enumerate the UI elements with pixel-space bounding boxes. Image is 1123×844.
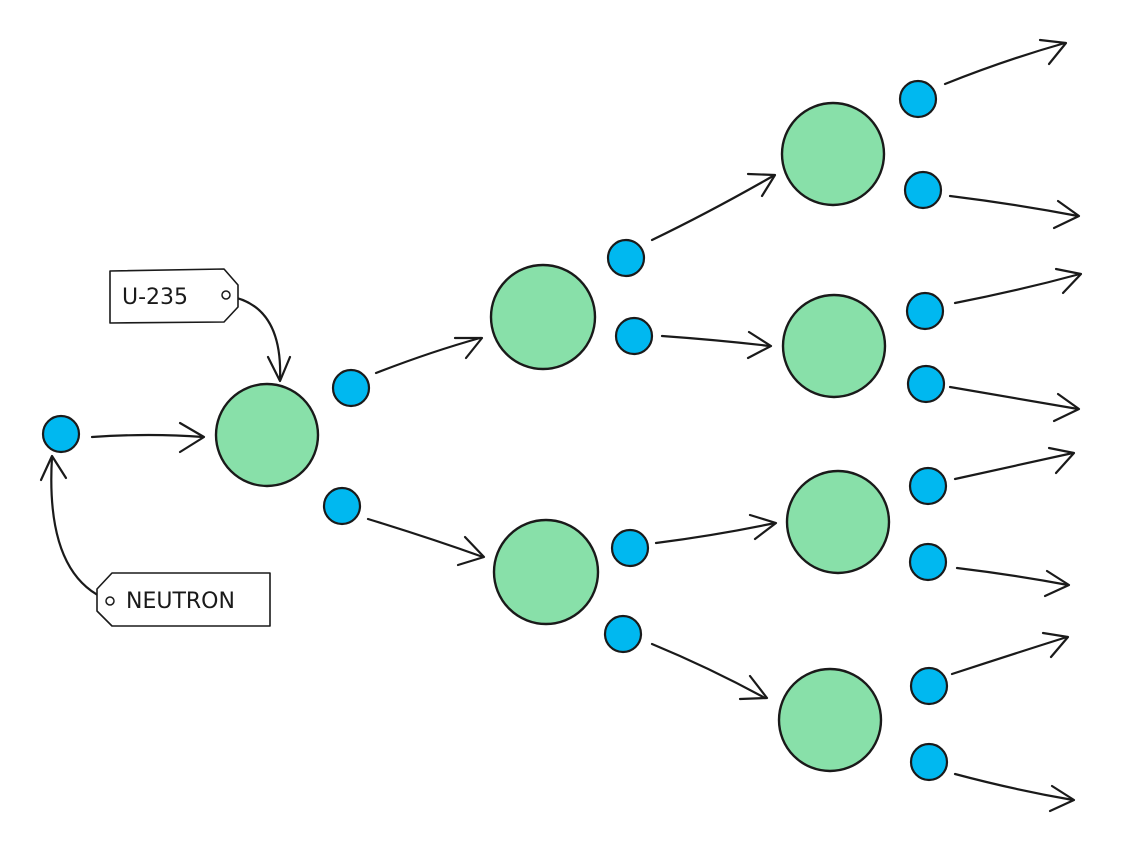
arrow-gen2-b	[660, 334, 772, 348]
arrow-gen2-d	[650, 642, 767, 700]
arrowhead-out-8	[1048, 784, 1076, 813]
arrowhead-gen1-upper	[453, 336, 484, 360]
neutron-gen3-5	[908, 466, 948, 506]
arrowhead-out-7	[1041, 631, 1070, 659]
neutron-label: NEUTRON	[126, 589, 235, 614]
arrowhead-gen2-c	[748, 513, 778, 541]
reaction-arrows	[39, 38, 1083, 813]
nuclei-group	[214, 101, 891, 773]
u235-connector	[226, 294, 282, 382]
neutron-gen3-4	[906, 364, 946, 404]
neutron-gen3-8	[909, 742, 949, 782]
arrowhead-gen2-a	[746, 172, 777, 198]
neutrons-group	[41, 79, 949, 782]
neutron-gen3-6	[908, 542, 948, 582]
neutron-gen3-3	[905, 291, 945, 331]
nucleus-gen2-lower	[492, 518, 600, 626]
u235-connector-head	[266, 355, 292, 383]
arrowhead-out-2	[1052, 199, 1081, 230]
arrowhead-out-3	[1054, 267, 1083, 295]
neutron-tag-hole	[105, 596, 115, 606]
neutron-gen3-1	[898, 79, 938, 119]
u235-tag-hole	[221, 290, 231, 300]
nucleus-gen1	[214, 382, 320, 488]
arrowhead-out-4	[1052, 392, 1081, 423]
arrow-incoming-neutron	[90, 433, 205, 439]
neutron-gen2-c	[610, 528, 650, 568]
arrowhead-out-1	[1038, 38, 1068, 66]
arrow-gen2-c	[654, 521, 777, 545]
neutron-connector	[50, 455, 110, 602]
nucleus-gen2-upper	[489, 263, 597, 371]
neutron-gen3-2	[903, 170, 943, 210]
arrowhead-gen2-b	[746, 330, 773, 360]
arrow-out-8	[953, 772, 1075, 802]
neutron-initial	[41, 414, 81, 454]
arrow-gen1-upper	[374, 336, 482, 375]
neutron-gen2-a	[606, 238, 646, 278]
neutron-gen3-7	[909, 666, 949, 706]
nucleus-gen3-3	[785, 469, 891, 575]
arrow-out-4	[948, 385, 1080, 411]
nucleus-gen3-4	[777, 667, 883, 773]
neutron-gen2-b	[614, 316, 654, 356]
arrow-gen1-lower	[366, 517, 485, 559]
neutron-tag: NEUTRON	[96, 572, 271, 627]
arrow-gen2-a	[650, 174, 775, 242]
arrow-out-7	[950, 635, 1069, 676]
arrow-out-2	[948, 194, 1080, 218]
u235-tag: U-235	[109, 268, 239, 324]
arrow-out-5	[953, 451, 1075, 481]
u235-label: U-235	[122, 285, 188, 310]
neutron-connector-head	[39, 454, 68, 482]
arrow-out-3	[953, 272, 1082, 305]
arrow-out-6	[955, 566, 1070, 587]
arrowhead-gen2-d	[738, 674, 769, 701]
neutron-gen1-lower	[322, 486, 362, 526]
arrowhead-out-6	[1043, 569, 1071, 598]
arrow-out-1	[943, 41, 1067, 86]
arrowhead-out-5	[1047, 446, 1076, 475]
neutron-gen1-upper	[331, 368, 371, 408]
nucleus-gen3-1	[780, 101, 886, 207]
neutron-tag-shape	[96, 572, 271, 627]
nucleus-gen3-2	[781, 293, 887, 399]
arrowhead-gen1-lower	[456, 535, 486, 567]
arrowhead-incoming	[178, 421, 206, 454]
u235-tag-shape	[109, 268, 239, 324]
neutron-gen2-d	[603, 614, 643, 654]
